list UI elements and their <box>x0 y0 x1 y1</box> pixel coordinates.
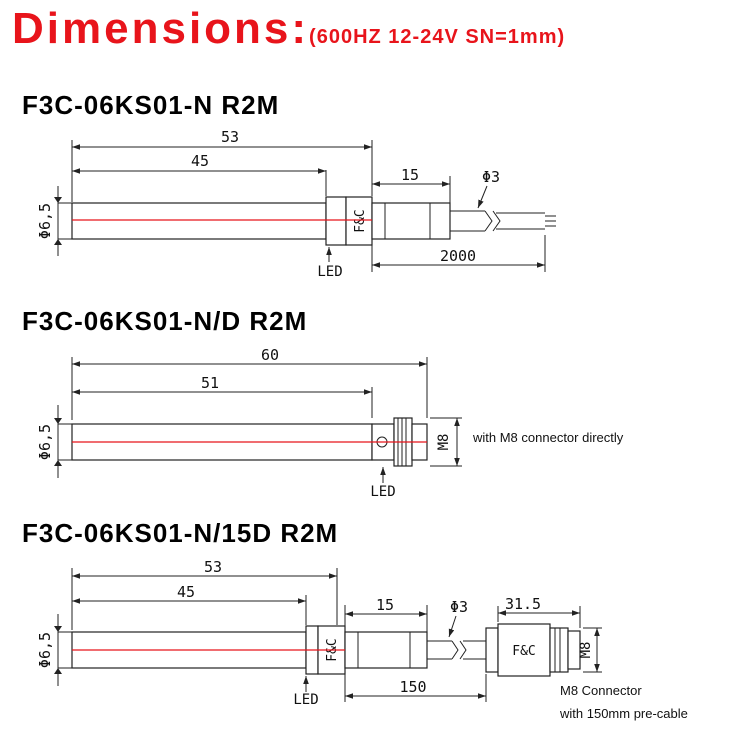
page-title: Dimensions:(600HZ 12-24V SN=1mm) <box>12 4 565 54</box>
sensor-body <box>71 202 327 240</box>
cable-dia-leader <box>448 615 457 638</box>
dim-gland-label: 15 <box>401 166 419 184</box>
dim-total-label: 60 <box>261 346 279 364</box>
led-label: LED <box>317 264 342 280</box>
led-label: LED <box>293 692 318 708</box>
dim-body-label: 45 <box>177 583 195 601</box>
cable-break <box>451 640 467 660</box>
sensor-housing <box>325 196 347 246</box>
model-name-1: F3C-06KS01-N R2M <box>22 90 280 120</box>
diagram-1: 53 45 15 Φ3 F&C <box>36 128 556 280</box>
dim-body-label: 51 <box>201 374 219 392</box>
model-name-2: F3C-06KS01-N/D R2M <box>22 306 308 336</box>
dim-diameter-label: Φ6,5 <box>36 203 54 239</box>
connector-brand-label: F&C <box>512 644 535 659</box>
model-name-3: F3C-06KS01-N/15D R2M <box>22 518 339 548</box>
led-label: LED <box>370 484 395 500</box>
connector-note-line1: M8 Connector <box>560 683 642 698</box>
dim-gland-label: 15 <box>376 596 394 614</box>
cable-dia-leader <box>477 185 488 209</box>
sensor-housing-brand <box>345 196 373 246</box>
connector-body <box>497 623 551 677</box>
dim-cable-length-label: 150 <box>399 678 426 696</box>
dim-cable-dia-label: Φ3 <box>482 168 500 186</box>
connector-note: with M8 connector directly <box>472 430 624 445</box>
dim-cable-length-label: 2000 <box>440 247 476 265</box>
cable-gland <box>371 202 451 240</box>
brand-label: F&C <box>353 209 368 232</box>
dim-connector-label: 31.5 <box>505 595 541 613</box>
cable-break <box>484 210 501 232</box>
connector-nut <box>549 627 569 673</box>
dim-diameter-label: Φ6,5 <box>36 632 54 668</box>
dim-thread-label: M8 <box>436 434 452 451</box>
dim-cable-dia-label: Φ3 <box>450 598 468 616</box>
dim-body-label: 45 <box>191 152 209 170</box>
connector-collar <box>485 627 499 673</box>
diagram-2: 60 51 Φ6,5 M8 with M8 connector directly <box>36 346 624 500</box>
connector-tip <box>567 630 581 670</box>
dim-diameter-label: Φ6,5 <box>36 424 54 460</box>
dim-total-label: 53 <box>221 128 239 146</box>
diagram-3: 53 45 15 Φ3 F&C F&C <box>36 558 688 721</box>
dim-total-label: 53 <box>204 558 222 576</box>
title-main: Dimensions: <box>12 4 310 53</box>
cable-gland <box>344 631 428 669</box>
dim-thread-label: M8 <box>578 642 594 659</box>
title-spec: (600HZ 12-24V SN=1mm) <box>309 26 566 48</box>
connector-note-line2: with 150mm pre-cable <box>559 706 688 721</box>
